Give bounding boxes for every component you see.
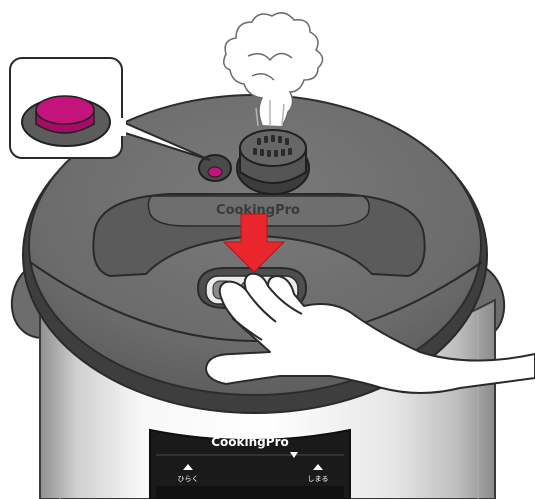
control-panel: CookingPro ひらく しまる [150,430,350,499]
pressure-release-valve[interactable] [237,130,309,194]
right-button-label[interactable]: しまる [308,475,329,483]
left-button-label[interactable]: ひらく [178,475,199,483]
panel-brand-logo: CookingPro [211,435,288,449]
